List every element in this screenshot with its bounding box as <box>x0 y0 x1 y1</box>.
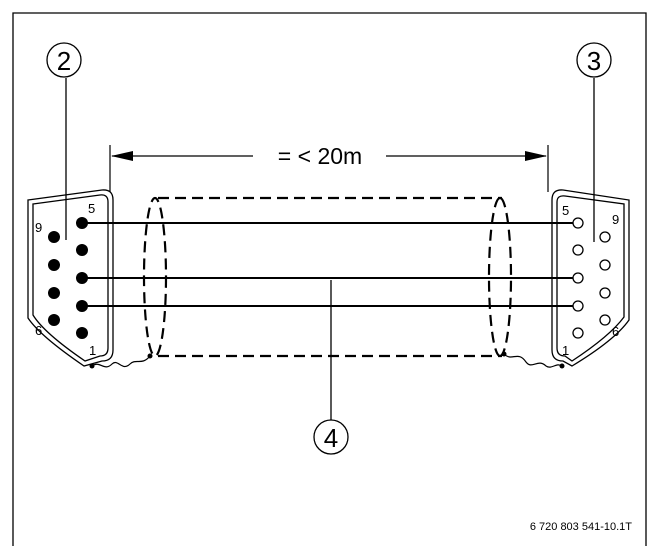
diagram-frame <box>12 12 647 546</box>
drain-wires <box>91 353 563 368</box>
callout-2 <box>46 42 82 240</box>
figure-code: 6 720 803 541-10.1T <box>530 521 632 533</box>
right-pin-6-label: 6 <box>612 324 619 339</box>
left-pin-9-label: 9 <box>35 220 42 235</box>
pin-9-male <box>48 231 60 243</box>
pin-7-male <box>48 287 60 299</box>
right-pin-9-label: 9 <box>612 212 619 227</box>
pin-6-female <box>599 314 611 326</box>
callout-4 <box>313 280 349 455</box>
drain-wire-right <box>503 353 563 368</box>
drain-joint-right <box>559 363 565 369</box>
arrow-left-icon <box>111 151 133 161</box>
left-pin-1-label: 1 <box>89 343 96 358</box>
pin-8-female <box>599 259 611 271</box>
dimension-label: = < 20m <box>278 143 362 169</box>
dimension-line <box>109 145 549 192</box>
left-pin-6-label: 6 <box>35 323 42 338</box>
pin-7-female <box>599 287 611 299</box>
right-connector <box>551 189 630 367</box>
drain-joint-left <box>89 363 95 369</box>
pin-6-male <box>48 314 60 326</box>
pin-4-male <box>76 244 88 256</box>
pin-1-male <box>76 327 88 339</box>
left-pin-5-label: 5 <box>88 201 95 216</box>
pin-3-female <box>572 272 584 284</box>
callout-2-label: 2 <box>57 46 71 76</box>
pin-9-female <box>599 231 611 243</box>
right-pin-5-label: 5 <box>562 203 569 218</box>
callout-3-label: 3 <box>587 46 601 76</box>
arrow-right-icon <box>525 151 547 161</box>
cable-wires <box>82 222 573 307</box>
shield-joint-right <box>501 351 507 357</box>
pin-2-female <box>572 300 584 312</box>
right-pin-1-label: 1 <box>562 343 569 358</box>
pin-8-male <box>48 259 60 271</box>
callout-3 <box>576 42 612 242</box>
drain-wire-left <box>91 355 151 368</box>
pin-1-female <box>572 327 584 339</box>
shield-joint-left <box>147 353 153 359</box>
callout-4-label: 4 <box>324 423 338 453</box>
pin-5-female <box>572 217 584 229</box>
pin-4-female <box>572 244 584 256</box>
